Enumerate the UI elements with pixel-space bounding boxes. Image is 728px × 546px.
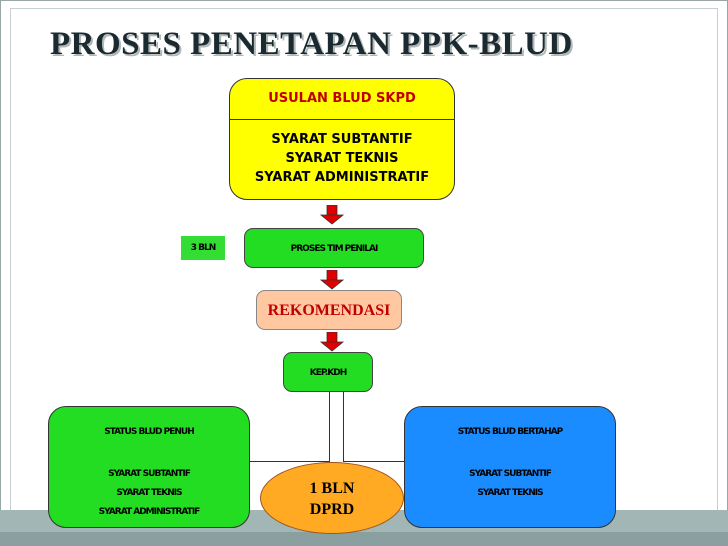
connector-line-right-horizontal <box>343 461 404 462</box>
usulan-item: SYARAT TEKNIS <box>285 151 399 166</box>
footer-bar-dark <box>0 532 728 546</box>
down-arrow-icon <box>320 205 344 225</box>
page-title: PROSES PENETAPAN PPK-BLUD <box>50 26 573 62</box>
usulan-requirements: SYARAT SUBTANTIF SYARAT TEKNIS SYARAT AD… <box>230 120 454 187</box>
status-blud-penuh-box: STATUS BLUD PENUH SYARAT SUBTANTIF SYARA… <box>48 406 250 528</box>
down-arrow-icon <box>320 270 344 290</box>
penuh-heading: STATUS BLUD PENUH <box>104 427 195 437</box>
penuh-item: SYARAT ADMINISTRATIF <box>98 507 201 517</box>
proses-tim-penilai-box: PROSES TIM PENILAI <box>244 228 424 268</box>
kep-kdh-box: KEP.KDH <box>283 352 373 392</box>
status-blud-bertahap-box: STATUS BLUD BERTAHAP SYARAT SUBTANTIF SY… <box>404 406 616 528</box>
bertahap-heading: STATUS BLUD BERTAHAP <box>457 427 563 437</box>
usulan-box: USULAN BLUD SKPD SYARAT SUBTANTIF SYARAT… <box>229 78 455 200</box>
down-arrow-icon <box>320 332 344 352</box>
dprd-label: DPRD <box>309 501 355 518</box>
bertahap-requirements: SYARAT SUBTANTIF SYARAT TEKNIS <box>405 465 615 503</box>
rekomendasi-box: REKOMENDASI <box>256 290 402 330</box>
usulan-item: SYARAT ADMINISTRATIF <box>254 170 430 185</box>
usulan-item: SYARAT SUBTANTIF <box>271 132 413 147</box>
bertahap-item: SYARAT SUBTANTIF <box>469 469 552 479</box>
penuh-requirements: SYARAT SUBTANTIF SYARAT TEKNIS SYARAT AD… <box>49 465 249 522</box>
penuh-item: SYARAT SUBTANTIF <box>108 469 191 479</box>
dprd-ellipse: 1 BLN DPRD <box>260 462 404 534</box>
connector-line-left-horizontal <box>250 461 330 462</box>
usulan-heading: USULAN BLUD SKPD <box>230 79 454 120</box>
duration-badge: 3 BLN <box>181 236 225 260</box>
connector-line-right-vertical <box>343 392 344 462</box>
penuh-item: SYARAT TEKNIS <box>116 488 182 498</box>
dprd-duration: 1 BLN <box>309 480 355 497</box>
connector-line-left-vertical <box>329 392 330 462</box>
bertahap-item: SYARAT TEKNIS <box>477 488 543 498</box>
